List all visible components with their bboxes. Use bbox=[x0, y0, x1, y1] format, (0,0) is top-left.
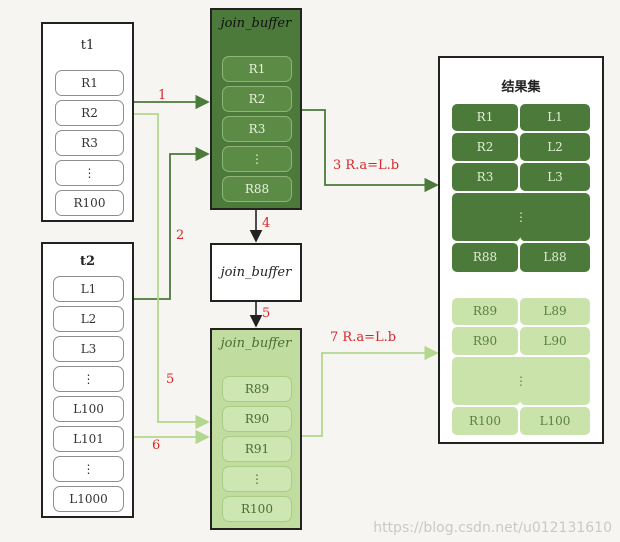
result-light-cell: R90 bbox=[452, 327, 518, 355]
plus-sparkle-icon: ✦ bbox=[516, 320, 525, 331]
result-dark-cell: R88 bbox=[452, 243, 518, 272]
t1-row: R3 bbox=[55, 130, 124, 156]
join-buffer-top-row: R2 bbox=[222, 86, 292, 112]
t1-row: ⋮ bbox=[55, 160, 124, 186]
plus-sparkle-icon: ✦ bbox=[516, 186, 525, 197]
join-buffer-bottom-row: R89 bbox=[222, 376, 292, 402]
result-dark-cell: R2 bbox=[452, 133, 518, 161]
join-buffer-top-row: R3 bbox=[222, 116, 292, 142]
plus-sparkle-icon: ✦ bbox=[516, 236, 525, 247]
table-t1-title: t1 bbox=[80, 38, 95, 53]
step-label-5-left: 5 bbox=[166, 372, 175, 387]
join-buffer-top-row: R1 bbox=[222, 56, 292, 82]
result-dark-cell: R3 bbox=[452, 163, 518, 191]
table-t2-title: t2 bbox=[79, 254, 96, 269]
step-label-3: 3 R.a=L.b bbox=[333, 158, 400, 173]
result-light-cell: R100 bbox=[452, 407, 518, 435]
t1-row: R2 bbox=[55, 100, 124, 126]
t2-row: L1 bbox=[53, 276, 124, 302]
plus-sparkle-icon: ✦ bbox=[516, 350, 525, 361]
result-light-cell: R89 bbox=[452, 298, 518, 325]
join-buffer-bottom-row: R90 bbox=[222, 406, 292, 432]
result-dark-cell: L88 bbox=[520, 243, 590, 272]
t2-row: L101 bbox=[53, 426, 124, 452]
t2-row: ⋮ bbox=[53, 366, 124, 392]
step-label-7: 7 R.a=L.b bbox=[330, 330, 397, 345]
join-buffer-mid-title: join_buffer bbox=[220, 265, 292, 280]
watermark: https://blog.csdn.net/u012131610 bbox=[373, 520, 612, 536]
t2-row: ⋮ bbox=[53, 456, 124, 482]
step-label-4: 4 bbox=[262, 216, 271, 231]
join-buffer-bottom: join_buffer R89 R90 R91 ⋮ R100 bbox=[210, 328, 302, 530]
result-dark-cell: L2 bbox=[520, 133, 590, 161]
step-label-6: 6 bbox=[152, 438, 161, 453]
result-dark-cell: L3 bbox=[520, 163, 590, 191]
t2-row: L2 bbox=[53, 306, 124, 332]
t2-row: L3 bbox=[53, 336, 124, 362]
join-buffer-top: join_buffer R1 R2 R3 ⋮ R88 bbox=[210, 8, 302, 210]
join-buffer-bottom-row: R91 bbox=[222, 436, 292, 462]
step-label-2: 2 bbox=[176, 228, 185, 243]
step-label-1: 1 bbox=[158, 88, 167, 103]
result-light-cell: L90 bbox=[520, 327, 590, 355]
arrow-2 bbox=[124, 146, 210, 300]
plus-sparkle-icon: ✦ bbox=[516, 156, 525, 167]
arrow-5b bbox=[126, 113, 210, 430]
step-label-5-top: 5 bbox=[262, 306, 271, 321]
join-buffer-mid: join_buffer bbox=[210, 243, 302, 302]
table-t2: t2 L1 L2 L3 ⋮ L100 L101 ⋮ L1000 bbox=[41, 242, 134, 518]
result-dark-cell: L1 bbox=[520, 104, 590, 131]
join-buffer-top-title: join_buffer bbox=[220, 16, 292, 31]
join-buffer-top-row: R88 bbox=[222, 176, 292, 202]
join-buffer-bottom-title: join_buffer bbox=[220, 336, 292, 351]
t2-row: L1000 bbox=[53, 486, 124, 512]
result-light-cell: L89 bbox=[520, 298, 590, 325]
t1-row: R100 bbox=[55, 190, 124, 216]
plus-sparkle-icon: ✦ bbox=[516, 400, 525, 411]
arrow-3 bbox=[292, 109, 439, 193]
result-set: 结果集 R1 L1 R2 L2 R3 L3 ⋮ R88 L88 ✦ ✦ ✦ ✦ … bbox=[438, 56, 604, 444]
plus-sparkle-icon: ✦ bbox=[516, 126, 525, 137]
join-buffer-bottom-row: ⋮ bbox=[222, 466, 292, 492]
result-set-title: 结果集 bbox=[501, 80, 541, 95]
result-light-cell: L100 bbox=[520, 407, 590, 435]
join-buffer-bottom-row: R100 bbox=[222, 496, 292, 522]
join-buffer-top-row: ⋮ bbox=[222, 146, 292, 172]
result-dark-cell: ⋮ bbox=[452, 193, 590, 241]
result-light-cell: ⋮ bbox=[452, 357, 590, 405]
t2-row: L100 bbox=[53, 396, 124, 422]
t1-row: R1 bbox=[55, 70, 124, 96]
table-t1: t1 R1 R2 R3 ⋮ R100 bbox=[41, 22, 134, 222]
arrow-7 bbox=[292, 345, 439, 437]
result-dark-cell: R1 bbox=[452, 104, 518, 131]
